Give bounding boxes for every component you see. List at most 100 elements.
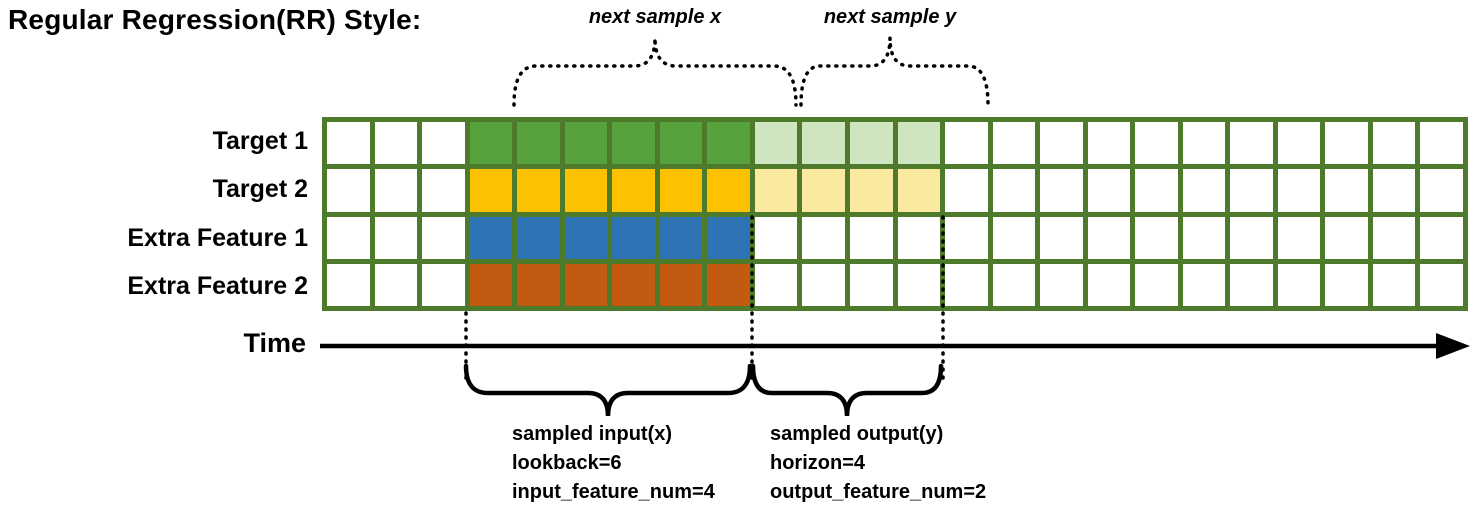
- grid-cell: [1325, 122, 1368, 165]
- grid-cell: [659, 169, 703, 212]
- grid-cell: [564, 263, 608, 306]
- grid-cell: [897, 122, 941, 165]
- grid-cell: [1277, 216, 1321, 259]
- grid-cell: [422, 263, 465, 306]
- grid-cell: [1372, 216, 1416, 259]
- row-label-4: Extra Feature 2: [127, 272, 308, 301]
- grid-cell: [374, 169, 418, 212]
- grid-cell: [517, 122, 560, 165]
- grid-cell: [1087, 169, 1131, 212]
- time-arrow-head: [1436, 333, 1470, 359]
- grid-cell: [1372, 122, 1416, 165]
- grid-cell: [1182, 169, 1226, 212]
- grid-cell: [897, 169, 941, 212]
- grid-cell: [1135, 263, 1178, 306]
- grid-cell: [517, 263, 560, 306]
- grid-cell: [945, 216, 988, 259]
- sampled-input-line: sampled input(x): [512, 423, 673, 445]
- grid-cell: [754, 169, 798, 212]
- grid-cell: [1040, 216, 1083, 259]
- sampled-input-brace: [463, 363, 753, 417]
- grid-cell: [1420, 122, 1463, 165]
- grid-cell: [1087, 263, 1131, 306]
- grid-cell: [469, 263, 513, 306]
- grid-cell: [327, 122, 370, 165]
- grid-cell: [1087, 216, 1131, 259]
- grid-cell: [802, 263, 845, 306]
- grid-cell: [992, 122, 1036, 165]
- time-axis-label: Time: [243, 328, 306, 358]
- grid-cell: [992, 263, 1036, 306]
- grid-cell: [659, 122, 703, 165]
- row-label-1: Target 1: [212, 126, 308, 155]
- grid-cell: [564, 216, 608, 259]
- grid-cell: [1040, 263, 1083, 306]
- sampled-input-line: input_feature_num=4: [512, 481, 715, 503]
- grid-cell: [612, 216, 655, 259]
- grid-cell: [1325, 216, 1368, 259]
- grid-cell: [897, 216, 941, 259]
- grid-cell: [707, 169, 750, 212]
- grid-cell: [802, 216, 845, 259]
- grid-cell: [1372, 263, 1416, 306]
- grid-cell: [659, 263, 703, 306]
- grid-cell: [374, 263, 418, 306]
- grid-cell: [1420, 216, 1463, 259]
- grid-cell: [422, 122, 465, 165]
- grid-cell: [1277, 122, 1321, 165]
- grid-cell: [469, 169, 513, 212]
- row-label-3: Extra Feature 1: [127, 223, 308, 252]
- grid-cell: [945, 169, 988, 212]
- grid-cell: [1040, 122, 1083, 165]
- grid-cell: [374, 122, 418, 165]
- grid-cell: [897, 263, 941, 306]
- grid-cell: [517, 169, 560, 212]
- grid-cell: [707, 216, 750, 259]
- grid-cell: [945, 122, 988, 165]
- grid-cell: [1135, 169, 1178, 212]
- grid-cell: [754, 122, 798, 165]
- figure-title: Regular Regression(RR) Style:: [8, 4, 422, 35]
- sampled-output-line: output_feature_num=2: [770, 481, 987, 503]
- grid-cell: [1277, 169, 1321, 212]
- sampled-output-brace: [750, 363, 944, 417]
- grid-cell: [1135, 122, 1178, 165]
- next-sample-x-label: next sample x: [588, 6, 722, 28]
- grid-cell: [422, 169, 465, 212]
- grid-cell: [659, 216, 703, 259]
- sampled-output-line: horizon=4: [770, 452, 866, 474]
- grid-cell: [517, 216, 560, 259]
- grid-cell: [992, 169, 1036, 212]
- grid-cell: [1230, 216, 1273, 259]
- grid-cell: [612, 169, 655, 212]
- sampled-output-line: sampled output(y): [770, 423, 944, 445]
- grid-cell: [612, 263, 655, 306]
- grid-cell: [707, 263, 750, 306]
- grid-cell: [469, 216, 513, 259]
- grid-cell: [802, 169, 845, 212]
- grid-cell: [612, 122, 655, 165]
- grid-cell: [422, 216, 465, 259]
- grid-cell: [469, 122, 513, 165]
- next-sample-y-label: next sample y: [823, 6, 957, 28]
- grid-cell: [1420, 263, 1463, 306]
- grid-cell: [707, 122, 750, 165]
- grid-cell: [1420, 169, 1463, 212]
- grid-cell: [1040, 169, 1083, 212]
- grid-cell: [849, 216, 893, 259]
- sample-grid: [322, 117, 1468, 311]
- grid-cell: [1182, 216, 1226, 259]
- grid-cell: [849, 263, 893, 306]
- grid-cell: [945, 263, 988, 306]
- grid-cell: [564, 122, 608, 165]
- grid-cell: [1230, 122, 1273, 165]
- grid-cell: [1230, 169, 1273, 212]
- grid-cell: [849, 122, 893, 165]
- next-sample-x-brace: [512, 37, 798, 107]
- grid-cell: [754, 216, 798, 259]
- grid-cell: [327, 263, 370, 306]
- grid-cell: [1087, 122, 1131, 165]
- grid-cell: [1182, 122, 1226, 165]
